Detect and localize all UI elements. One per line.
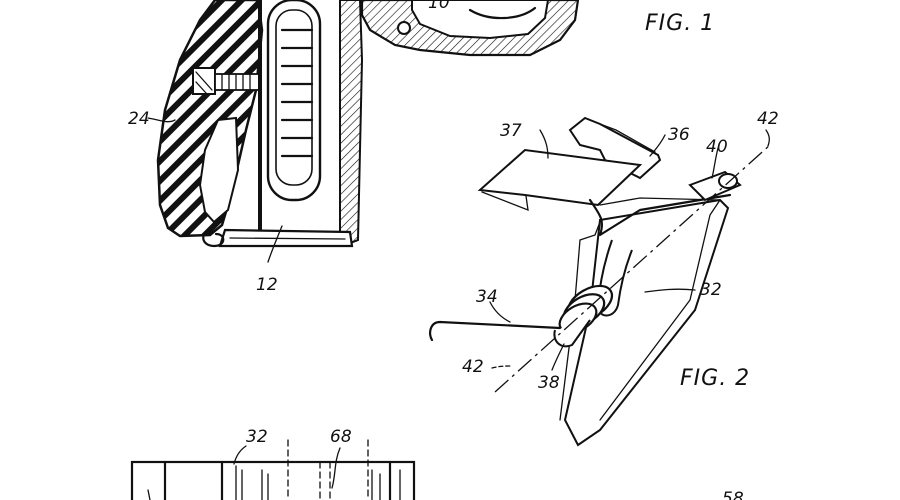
figure-1-drawing	[147, 0, 580, 263]
trigger	[468, 6, 537, 20]
wire-34	[429, 320, 562, 342]
ref-numeral-24: 24	[128, 109, 150, 129]
ref-numeral-42-top: 42	[757, 109, 779, 129]
ref-numeral-32-fig3: 32	[246, 427, 268, 447]
pin-40	[688, 170, 742, 202]
ref-numeral-32-fig2: 32	[700, 280, 722, 300]
ref-numeral-12: 12	[256, 275, 278, 295]
ref-numeral-68: 68	[330, 427, 352, 447]
figure-3-partial-drawing	[130, 439, 416, 500]
grip-cavity	[198, 116, 240, 224]
ref-numeral-10: 10	[428, 0, 450, 13]
bracket-36	[568, 116, 662, 180]
part-32-rect	[130, 460, 416, 500]
ref-numeral-40: 40	[706, 137, 728, 157]
ref-numeral-58: 58	[722, 489, 744, 500]
frame-rear-wall	[258, 0, 262, 240]
pivot-pin	[397, 21, 411, 35]
ref-numeral-34: 34	[476, 287, 498, 307]
plate-37	[477, 148, 643, 207]
ref-numeral-37: 37	[500, 121, 522, 141]
ref-numeral-42-bottom: 42	[462, 357, 484, 377]
frame-front-wall	[339, 0, 364, 247]
spring-curl	[202, 230, 225, 248]
ref-numeral-36: 36	[668, 125, 690, 145]
figure-1-title: FIG. 1	[645, 11, 715, 36]
magazine-window	[266, 0, 322, 202]
figure-2-drawing	[429, 116, 771, 447]
figure-2-title: FIG. 2	[680, 366, 750, 391]
hanger-arm	[588, 193, 732, 237]
trigger-opening	[411, 0, 550, 40]
ref-numeral-38: 38	[538, 373, 560, 393]
